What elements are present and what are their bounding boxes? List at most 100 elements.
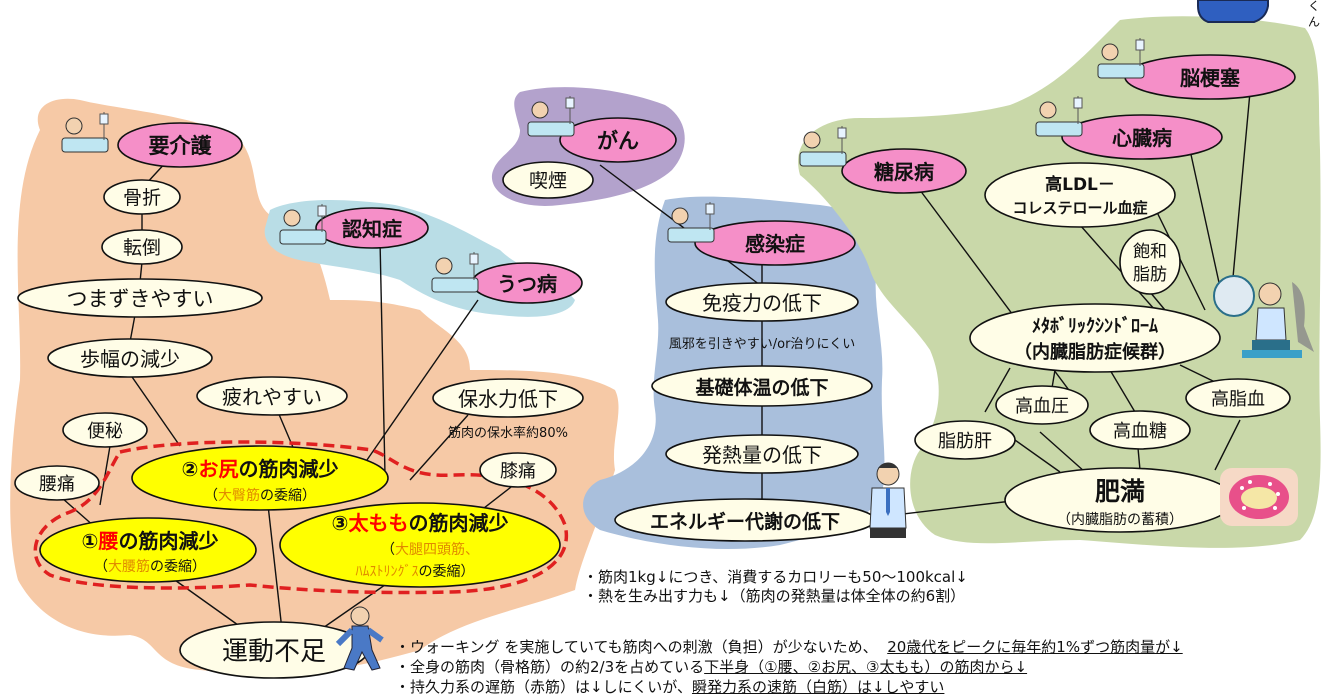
note-heat: ・熱を生み出す力も↓（筋肉の発熱量は体全体の約6割） bbox=[583, 587, 966, 605]
cold-note: 風邪を引きやすい/or治りにくい bbox=[669, 337, 855, 352]
thigh-muscle-label: ③太ももの筋肉減少 bbox=[332, 511, 509, 535]
thigh-num: ③ bbox=[332, 511, 349, 535]
water-label: 保水力低下 bbox=[458, 387, 558, 411]
hbp-node bbox=[995, 385, 1089, 425]
patient-bed-icon bbox=[1097, 38, 1145, 79]
waist-rest: の筋肉減少 bbox=[118, 529, 218, 553]
tired-label: 疲れやすい bbox=[222, 385, 322, 409]
satfat-label-1: 飽和 bbox=[1133, 242, 1167, 262]
hip-muscle-label: ②お尻の筋肉減少 bbox=[182, 457, 339, 481]
constipation-label: 便秘 bbox=[87, 421, 123, 442]
waist-muscle-sub: （大腰筋の委縮） bbox=[94, 558, 206, 575]
dementia-node bbox=[315, 207, 429, 249]
runner-icon bbox=[335, 606, 384, 671]
waist-sub-rest: の委縮） bbox=[150, 559, 206, 575]
obesity-label: 肥満 bbox=[1095, 477, 1145, 506]
hip-sub-key: 大臀筋 bbox=[218, 487, 260, 504]
cancer-label: がん bbox=[597, 129, 639, 153]
metabo-node bbox=[969, 303, 1221, 373]
muscle-loss-dashed-border bbox=[33, 440, 569, 595]
backpain-label: 腰痛 bbox=[39, 474, 75, 495]
hip-paren: （ bbox=[204, 488, 218, 504]
bodytemp-node bbox=[651, 365, 873, 407]
waist-num: ① bbox=[82, 529, 99, 553]
kana-top-2: ん bbox=[1308, 15, 1320, 29]
care-label: 要介護 bbox=[149, 134, 213, 158]
waist-key: 腰 bbox=[97, 529, 118, 553]
dementia-label: 認知症 bbox=[342, 217, 402, 241]
note-lowerbody-underlined: 下半身（①腰、②お尻、③太もも）の筋肉から↓ bbox=[704, 658, 1028, 676]
water-node bbox=[432, 378, 584, 418]
patient-icons bbox=[61, 38, 1145, 293]
hglucose-node bbox=[1089, 410, 1191, 450]
note-walking: ・ウォーキング を実施していても筋肉への刺激（負担）が少ないため、 20歳代をピ… bbox=[395, 636, 1183, 657]
cancer-node bbox=[559, 117, 677, 163]
infection-node bbox=[694, 220, 856, 266]
bodytemp-label: 基礎体温の低下 bbox=[694, 376, 828, 399]
thigh-key: 太もも bbox=[348, 511, 408, 535]
stride-label: 歩幅の減少 bbox=[80, 347, 180, 371]
backpain-node bbox=[14, 465, 100, 501]
heart-node bbox=[1061, 114, 1223, 160]
patient-bed-icon bbox=[667, 202, 715, 243]
trip-node bbox=[17, 278, 263, 318]
note-walking-text: ・ウォーキング を実施していても筋肉への刺激（負担）が少ないため、 bbox=[395, 638, 878, 656]
smoking-node bbox=[502, 161, 594, 199]
heart-label: 心臓病 bbox=[1112, 126, 1172, 150]
labels: 要介護 認知症 うつ病 がん 感染症 糖尿病 心臓病 脳梗塞 骨折 転倒 つまず… bbox=[39, 0, 1320, 667]
waist-muscle-node bbox=[39, 517, 257, 583]
hip-muscle-sub: （大臀筋の委縮） bbox=[204, 487, 316, 504]
thigh-paren: （ bbox=[381, 542, 395, 558]
hip-rest: の筋肉減少 bbox=[238, 457, 338, 481]
satfat-label-2: 脂肪 bbox=[1133, 265, 1167, 285]
immunity-label: 免疫力の低下 bbox=[702, 291, 822, 315]
diabetes-label: 糖尿病 bbox=[874, 160, 934, 184]
thigh-muscle-sub-1: （大腿四頭筋、 bbox=[381, 541, 479, 558]
thigh-sub-rest1: 、 bbox=[465, 542, 479, 558]
fattyliver-label: 脂肪肝 bbox=[938, 431, 992, 452]
ldl-label-1: 高LDL－ bbox=[1045, 174, 1115, 195]
tired-node bbox=[196, 376, 348, 416]
disease-nodes bbox=[117, 54, 1296, 304]
office-man-icon bbox=[869, 462, 907, 538]
energy-label: エネルギー代謝の低下 bbox=[650, 510, 840, 533]
kana-top-1: く bbox=[1308, 0, 1320, 13]
fracture-label: 骨折 bbox=[123, 187, 161, 209]
constipation-node bbox=[62, 412, 148, 448]
water-note: 筋肉の保水率約80% bbox=[448, 425, 568, 441]
note-fibers-text: ・持久力系の遅筋（赤筋）は↓しにくいが、 bbox=[395, 678, 692, 696]
patient-bed-icon bbox=[527, 96, 575, 137]
satfat-node bbox=[1119, 229, 1181, 295]
kneepain-node bbox=[479, 452, 557, 488]
infection-label: 感染症 bbox=[745, 232, 805, 256]
patient-bed-icon bbox=[61, 112, 109, 153]
thigh-sub-key2: ﾊﾑｽﾄﾘﾝｸﾞｽ bbox=[356, 564, 419, 580]
depression-label: うつ病 bbox=[497, 272, 557, 296]
diabetes-node bbox=[841, 148, 967, 194]
waist-muscle-label: ①腰の筋肉減少 bbox=[82, 529, 219, 553]
hlipid-node bbox=[1185, 378, 1291, 418]
fracture-node bbox=[103, 179, 181, 215]
plain-nodes bbox=[14, 161, 1291, 679]
ldl-node bbox=[984, 162, 1176, 228]
waist-paren: （ bbox=[94, 559, 108, 575]
heat-node bbox=[665, 434, 859, 474]
mascot-icon bbox=[1197, 0, 1269, 23]
fall-label: 転倒 bbox=[123, 237, 161, 259]
hip-sub-rest: の委縮） bbox=[260, 488, 316, 504]
note-fibers: ・持久力系の遅筋（赤筋）は↓しにくいが、瞬発力系の速筋（白筋）は↓しやすい bbox=[395, 676, 944, 697]
patient-bed-icon bbox=[1035, 96, 1083, 137]
waist-sub-key: 大腰筋 bbox=[108, 558, 150, 575]
exercise-label: 運動不足 bbox=[222, 637, 326, 667]
patient-bed-icon bbox=[279, 204, 327, 245]
thigh-rest: の筋肉減少 bbox=[408, 511, 508, 535]
fattyliver-node bbox=[914, 420, 1016, 460]
smoking-label: 喫煙 bbox=[529, 170, 567, 192]
thigh-sub-rest2: の委縮） bbox=[419, 564, 475, 580]
hlipid-label: 高脂血 bbox=[1211, 389, 1265, 410]
kneepain-label: 膝痛 bbox=[500, 461, 536, 482]
patient-bed-icon bbox=[431, 252, 479, 293]
trip-label: つまずきやすい bbox=[67, 287, 214, 311]
note-walking-underlined: 20歳代をピークに毎年約1%ずつ筋肉量が↓ bbox=[887, 638, 1183, 656]
